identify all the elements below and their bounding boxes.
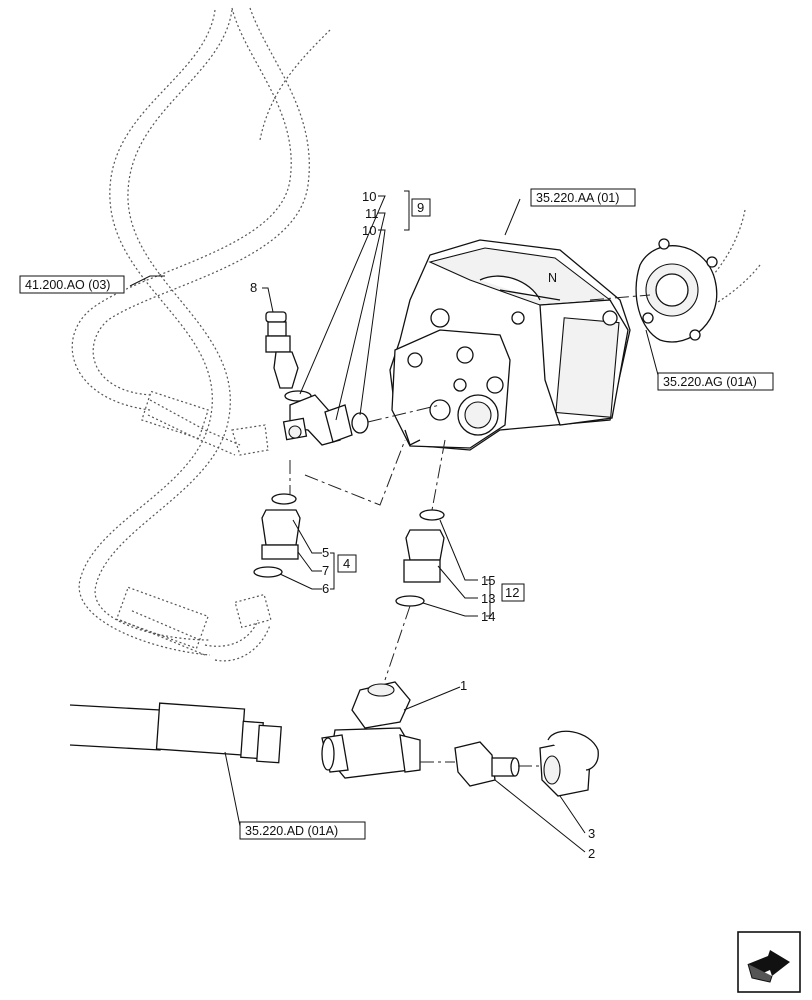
- parts-13-14-15: [395, 509, 445, 607]
- flange-assembly: [635, 238, 718, 343]
- callout-5: 5: [322, 545, 329, 560]
- ref-box-35-220-ad[interactable]: [239, 821, 366, 840]
- background-hose-outline: [71, 7, 761, 662]
- callout-numbers: 10 11 10 9 8 5 7 6 4 15 13 14 12 1 3 2: [250, 189, 595, 861]
- callout-14: 14: [481, 609, 495, 624]
- callout-6: 6: [322, 581, 329, 596]
- parts-10-11-elbow: [282, 390, 369, 446]
- ref-box-41-200-ao[interactable]: [19, 275, 125, 294]
- next-page-arrow-icon[interactable]: [737, 931, 801, 993]
- callout-7: 7: [322, 563, 329, 578]
- ref-41-200-ao[interactable]: 41.200.AO (03): [25, 278, 110, 292]
- callout-10-bottom: 10: [362, 223, 376, 238]
- ref-35-220-aa[interactable]: 35.220.AA (01): [536, 191, 619, 205]
- hydraulic-pump: N: [389, 239, 631, 451]
- callout-13: 13: [481, 591, 495, 606]
- callout-10-top: 10: [362, 189, 376, 204]
- reference-boxes: 41.200.AO (03) 35.220.AA (01) 35.220.AG …: [19, 188, 774, 840]
- callout-11: 11: [365, 206, 379, 221]
- parts-5-6-7: [253, 493, 301, 578]
- part-8-adaptor: [265, 311, 299, 389]
- part-2-coupler: [454, 741, 520, 787]
- callout-9: 9: [417, 200, 424, 215]
- part-1-tee-fitting: [321, 681, 421, 779]
- centerlines: [289, 294, 651, 767]
- ref-box-35-220-aa[interactable]: [530, 188, 636, 207]
- callout-2: 2: [588, 846, 595, 861]
- callout-8: 8: [250, 280, 257, 295]
- callout-3: 3: [588, 826, 595, 841]
- callout-15: 15: [481, 573, 495, 588]
- hose-assembly: [69, 702, 282, 764]
- callout-12: 12: [505, 585, 519, 600]
- pump-plate-text: N: [548, 271, 557, 285]
- ref-35-220-ad[interactable]: 35.220.AD (01A): [245, 824, 338, 838]
- ref-box-35-220-ag[interactable]: [657, 372, 774, 391]
- callout-1: 1: [460, 678, 467, 693]
- ref-35-220-ag[interactable]: 35.220.AG (01A): [663, 375, 757, 389]
- callout-4: 4: [343, 556, 350, 571]
- part-3-dust-cap: [539, 730, 599, 797]
